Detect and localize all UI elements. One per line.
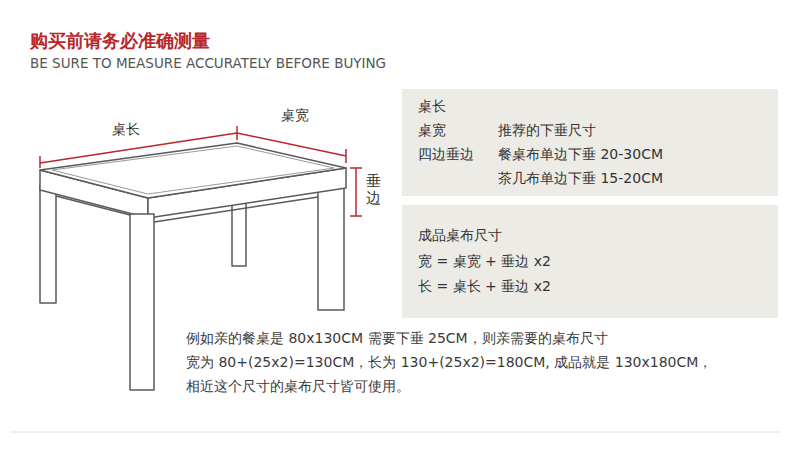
panel-text: 长 = 桌长 + 垂边 x2: [418, 278, 551, 295]
panel-text: 四边垂边: [418, 146, 474, 163]
example-note: 宽为 80+(25x2)=130CM，长为 130+(25x2)=180CM, …: [186, 354, 712, 371]
panel-text: 推荐的下垂尺寸: [498, 122, 596, 139]
panel-text: 茶几布单边下垂 15-20CM: [498, 170, 663, 187]
dimension-label: 桌长: [110, 121, 142, 138]
info-panel: 桌长桌宽四边垂边 推荐的下垂尺寸餐桌布单边下垂 20-30CM 茶几布单边下垂 15…: [402, 89, 778, 196]
subtitle: BE SURE TO MEASURE ACCURATELY BEFORE BUY…: [30, 55, 386, 71]
example-note: 相近这个尺寸的桌布尺寸皆可使用。: [186, 378, 410, 395]
info-panel: 成品桌布尺寸宽 = 桌宽 + 垂边 x2 长 = 桌长 + 垂边 x2: [402, 205, 778, 318]
panel-text: 成品桌布尺寸: [418, 227, 502, 244]
page-title: 购买前请务必准确测量: [30, 30, 210, 52]
panel-text: 桌长: [418, 98, 446, 115]
example-note: 例如亲的餐桌是 80x130CM 需要下垂 25CM，则亲需要的桌布尺寸: [186, 330, 608, 347]
panel-text: 宽 = 桌宽 + 垂边 x2: [418, 253, 551, 270]
dimension-label: 垂边: [366, 173, 381, 206]
panel-text: 桌宽: [418, 122, 446, 139]
dimension-label: 桌宽: [279, 107, 311, 124]
panel-text: 餐桌布单边下垂 20-30CM: [498, 146, 663, 163]
